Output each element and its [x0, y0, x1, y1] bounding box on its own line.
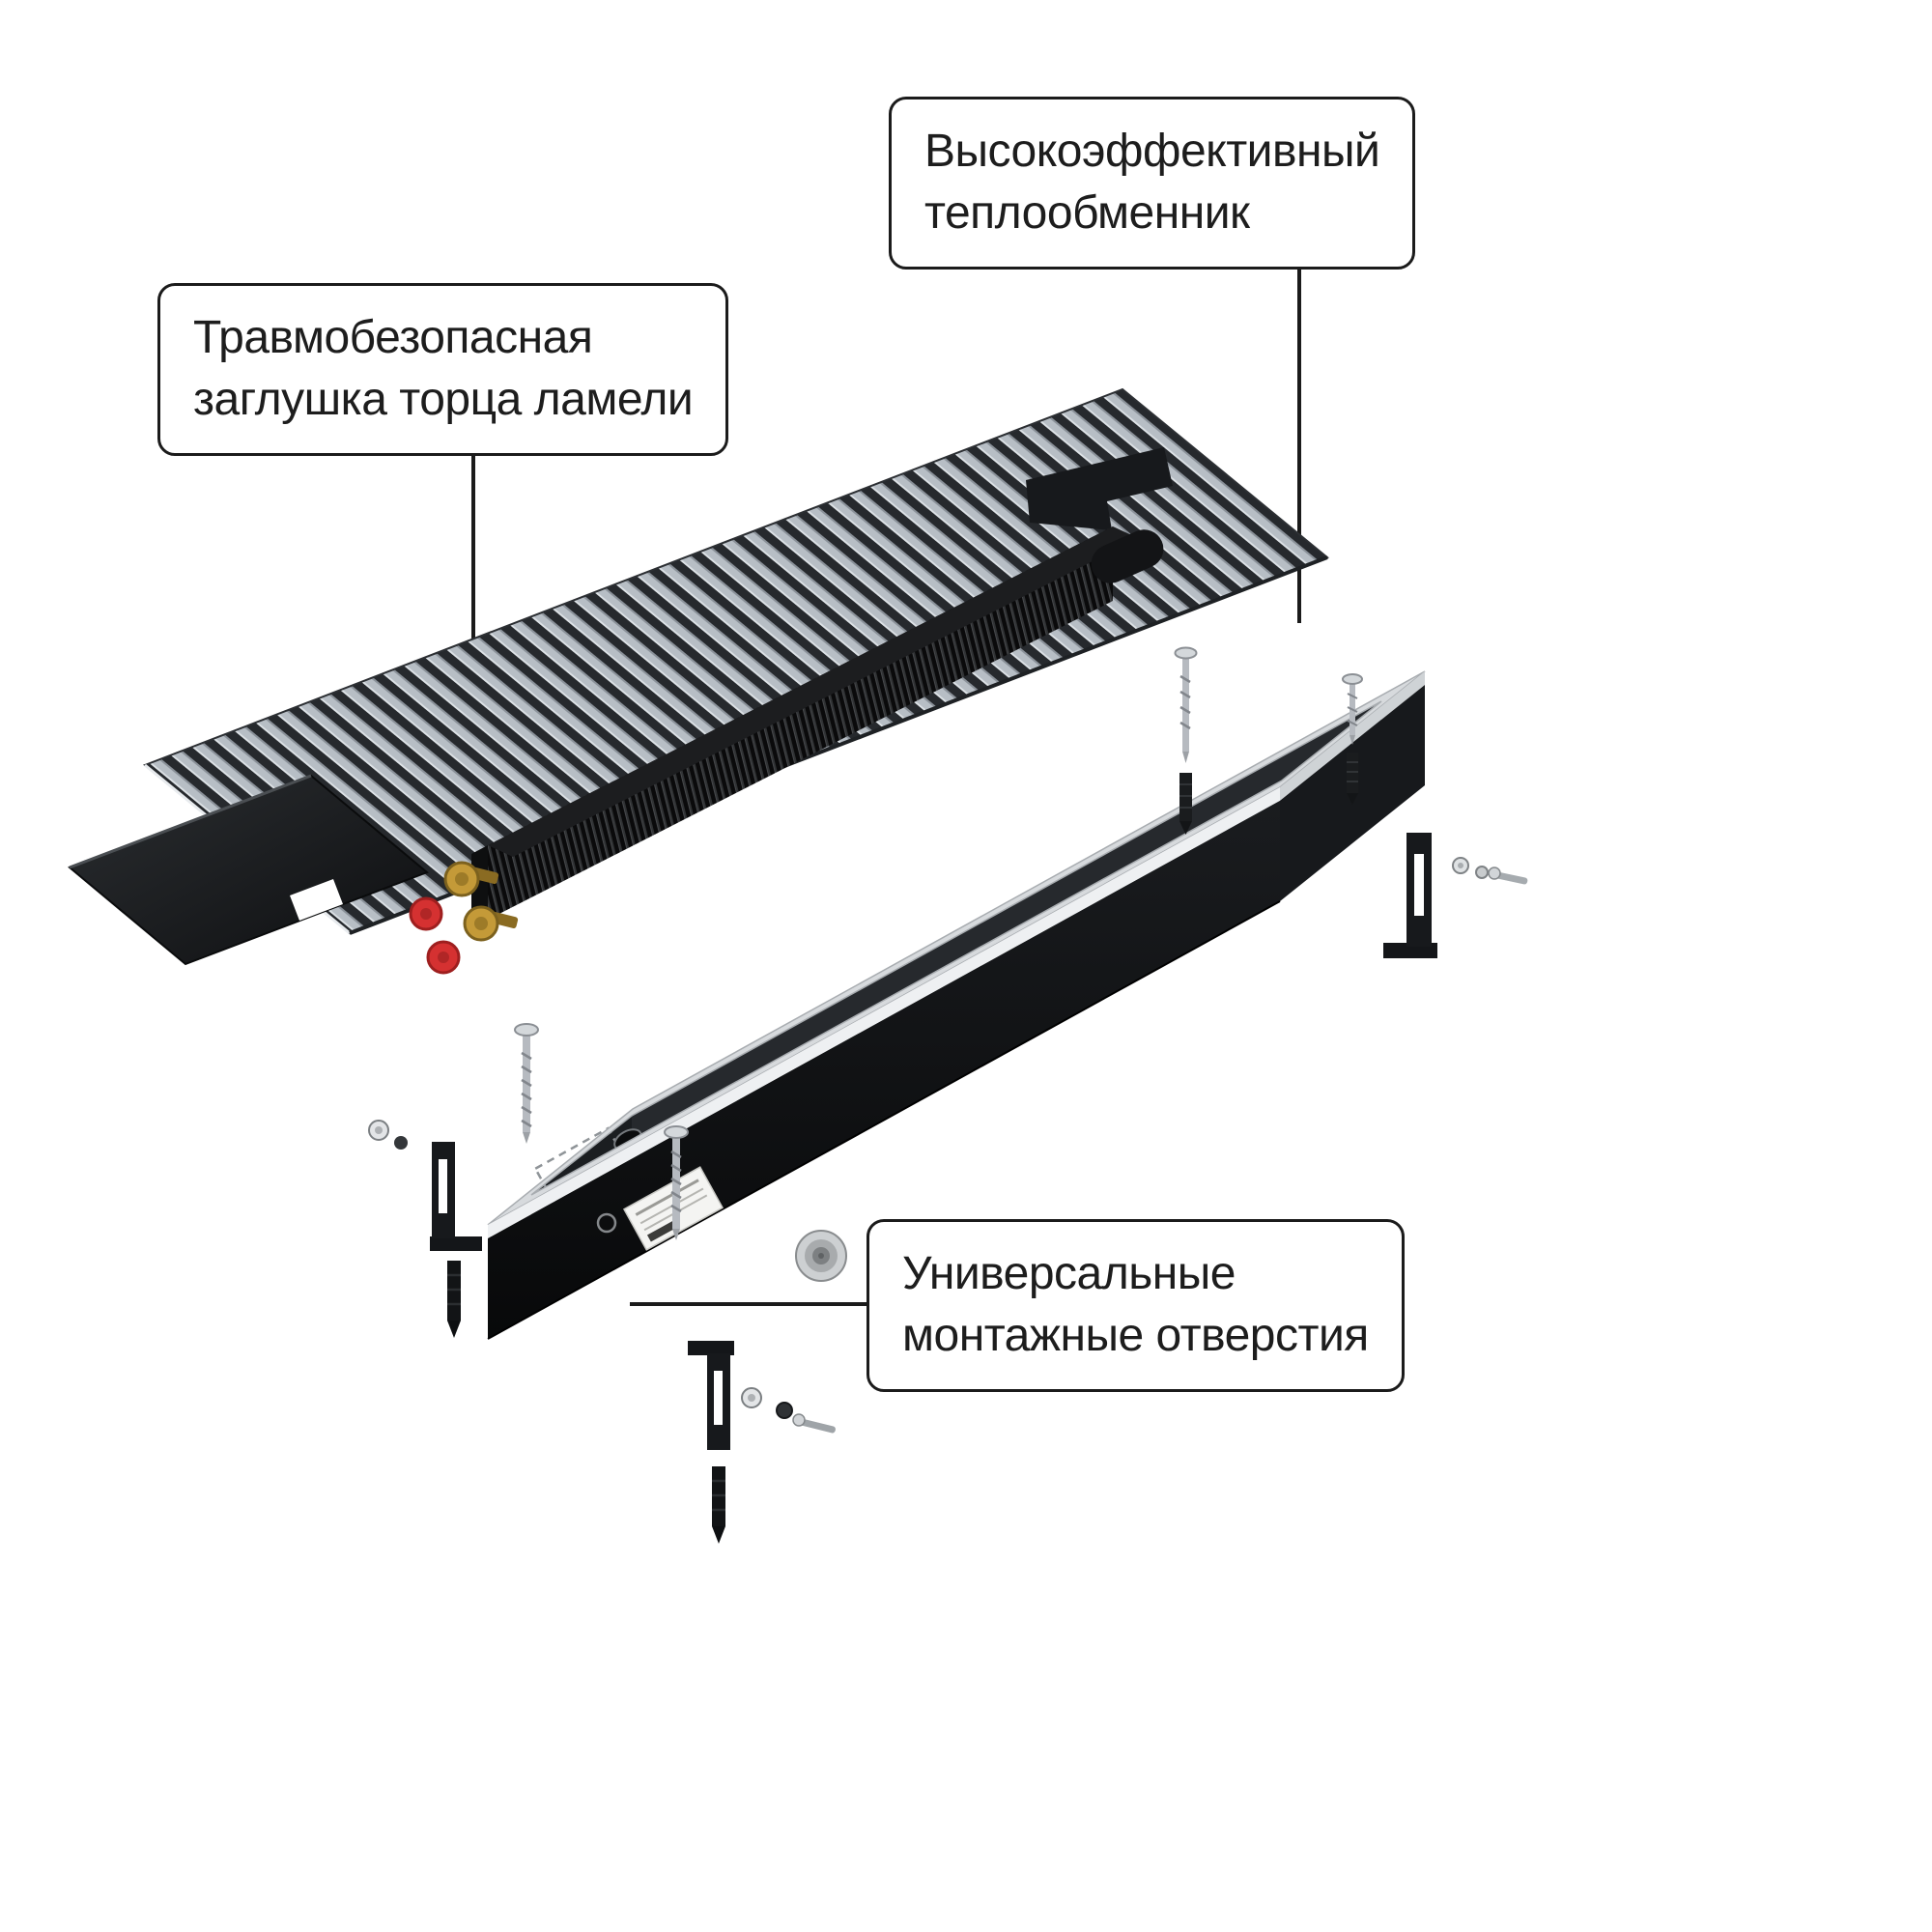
screw-head	[514, 1023, 539, 1037]
screw-tip	[672, 1229, 680, 1240]
fastener-hardware	[741, 1387, 836, 1434]
casing-front-rim-edge	[488, 787, 1280, 1238]
brass-union-nut-center	[474, 917, 488, 930]
screw-head	[1174, 646, 1198, 660]
small-screw-head	[1488, 867, 1501, 880]
red-protective-cap-center	[438, 952, 449, 963]
callout-end-cap-line1: Травмобезопасная	[193, 312, 593, 363]
anchor-dowel	[1179, 773, 1192, 835]
red-protective-cap-center	[420, 908, 432, 920]
grille-bracket	[1026, 447, 1173, 530]
screw-tip	[523, 1132, 530, 1144]
anchor-dowel	[447, 1261, 461, 1338]
screw	[1342, 673, 1363, 745]
screw-shaft	[1182, 655, 1189, 752]
callout-mounting-holes-line1: Универсальные	[902, 1248, 1236, 1299]
screw-threads	[1179, 674, 1191, 730]
dowel-tip	[712, 1526, 725, 1544]
end-cap-notch	[290, 879, 343, 921]
mounting-bracket-bottom	[688, 1341, 734, 1450]
bracket-slot	[1414, 854, 1424, 916]
nut	[776, 1402, 793, 1419]
brass-union-nut-center	[455, 872, 469, 886]
dowel-ridges	[1347, 761, 1358, 782]
dowel-ridges	[712, 1479, 725, 1512]
end-cap-highlight	[69, 774, 312, 869]
screw-threads	[670, 1150, 682, 1213]
mounting-bracket-left	[430, 1142, 482, 1251]
small-screw	[1494, 871, 1528, 885]
screw	[664, 1125, 689, 1240]
washer-hole	[748, 1394, 755, 1402]
exchanger-top-face	[488, 526, 1138, 857]
screw	[514, 1023, 539, 1144]
label-line	[635, 1179, 699, 1216]
bracket-foot	[430, 1236, 482, 1251]
screw-threads	[521, 1051, 532, 1128]
exchanger-tube-bend	[1091, 529, 1164, 583]
callout-end-cap: Травмобезопасная заглушка торца ламели	[157, 283, 729, 456]
screw-head	[664, 1125, 689, 1139]
anchor-dowel	[1347, 753, 1358, 805]
washer-hole	[1458, 863, 1463, 868]
casing-bottom-edge	[487, 900, 1281, 1340]
washer	[1475, 866, 1489, 879]
dowel-tip	[1347, 793, 1358, 805]
dowel-ridges	[447, 1273, 461, 1306]
grommet-center	[818, 1253, 824, 1259]
washer-hole	[375, 1126, 383, 1134]
callout-end-cap-line2: заглушка торца ламели	[193, 374, 694, 426]
fastener-hardware	[1452, 857, 1528, 885]
small-screw-head	[792, 1413, 806, 1427]
certification-mark	[596, 1212, 617, 1234]
screw-tip	[1350, 735, 1355, 745]
bracket-slot	[439, 1159, 447, 1213]
casing	[368, 646, 1528, 1544]
screw-head	[1342, 673, 1363, 685]
screw-tip	[1182, 752, 1189, 763]
screw-shaft	[1350, 681, 1355, 735]
screw	[1174, 646, 1198, 763]
dowel-tip	[447, 1321, 461, 1338]
cable-grommet	[795, 1230, 847, 1282]
callout-mounting-holes: Универсальные монтажные отверстия	[867, 1219, 1405, 1392]
dowel-ridges	[1179, 783, 1192, 809]
dowel-tip	[1179, 821, 1192, 835]
nut	[394, 1136, 408, 1150]
end-cap-plate	[68, 774, 429, 966]
heat-exchanger	[409, 526, 1164, 975]
callout-heat-exchanger: Высокоэффективный теплообменник	[889, 97, 1416, 270]
mounting-bracket-right	[1383, 833, 1437, 958]
callout-heat-exchanger-line2: теплообменник	[924, 187, 1250, 240]
screw-threads	[1347, 693, 1358, 726]
small-screw	[799, 1418, 836, 1434]
callout-heat-exchanger-line1: Высокоэффективный	[924, 126, 1380, 177]
bracket-foot	[688, 1341, 734, 1355]
fastener-hardware	[368, 1120, 408, 1150]
anchor-dowel	[712, 1466, 725, 1544]
callout-mounting-holes-line2: монтажные отверстия	[902, 1310, 1369, 1362]
bracket-slot	[714, 1371, 723, 1425]
label-barcode	[646, 1221, 677, 1242]
